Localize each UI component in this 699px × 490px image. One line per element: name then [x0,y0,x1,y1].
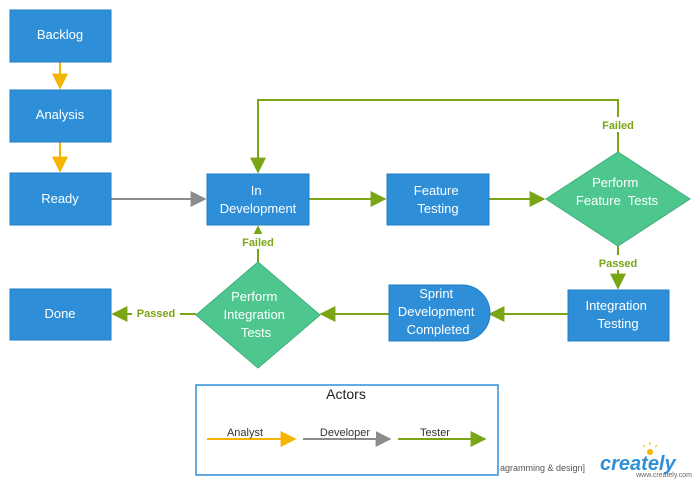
legend-item-tester: Tester [398,426,487,447]
node-integration-testing[interactable]: Integration Testing [567,289,670,342]
node-perform-feature-tests[interactable]: Perform Feature Tests [545,151,691,247]
watermark-logo: creately [600,453,676,475]
node-integration-testing-label: Integration Testing [585,298,650,331]
legend-item-analyst: Analyst [207,426,297,447]
node-sprint-development-completed-label: Sprint Development Completed [398,286,478,337]
node-in-development[interactable]: In Development [206,173,310,226]
node-done[interactable]: Done [9,288,112,341]
node-perform-integration-tests-label: Perform Integration Tests [223,289,288,340]
node-feature-testing-label: Feature Testing [414,183,462,216]
node-ready[interactable]: Ready [9,172,112,226]
watermark-tagline: agramming & design] [500,463,585,473]
node-analysis[interactable]: Analysis [9,89,112,143]
node-perform-integration-tests[interactable]: Perform Integration Tests [195,261,321,369]
node-in-development-label: In Development [220,183,297,216]
node-analysis-label: Analysis [36,107,85,122]
svg-text:Tester: Tester [420,427,450,439]
node-backlog-label: Backlog [37,27,83,42]
node-perform-feature-tests-label: Perform Feature Tests [576,175,659,208]
svg-text:Developer: Developer [320,427,370,439]
svg-text:Failed: Failed [602,120,634,132]
node-feature-testing[interactable]: Feature Testing [386,173,490,226]
svg-text:Passed: Passed [599,258,638,270]
node-done-label: Done [44,306,75,321]
node-ready-label: Ready [41,191,79,206]
edge-label-feature-failed: Failed [598,117,638,132]
node-sprint-development-completed[interactable]: Sprint Development Completed [388,284,491,342]
edge-label-integration-failed: Failed [238,234,278,249]
svg-text:Analyst: Analyst [227,427,263,439]
svg-text:Passed: Passed [137,308,176,320]
edge-feature-failed [250,99,619,174]
edge-label-feature-passed: Passed [594,255,642,270]
legend-item-developer: Developer [303,426,392,447]
watermark-url: www.creately.com [635,472,692,479]
legend-title: Actors [326,386,366,402]
edge-label-integration-passed: Passed [132,306,180,321]
actors-legend: Actors Analyst Developer Tester [195,384,499,476]
svg-text:Failed: Failed [242,237,274,249]
lightbulb-icon [642,442,658,455]
creately-watermark: agramming & design] creately www.createl… [500,442,692,479]
node-backlog[interactable]: Backlog [9,9,112,63]
